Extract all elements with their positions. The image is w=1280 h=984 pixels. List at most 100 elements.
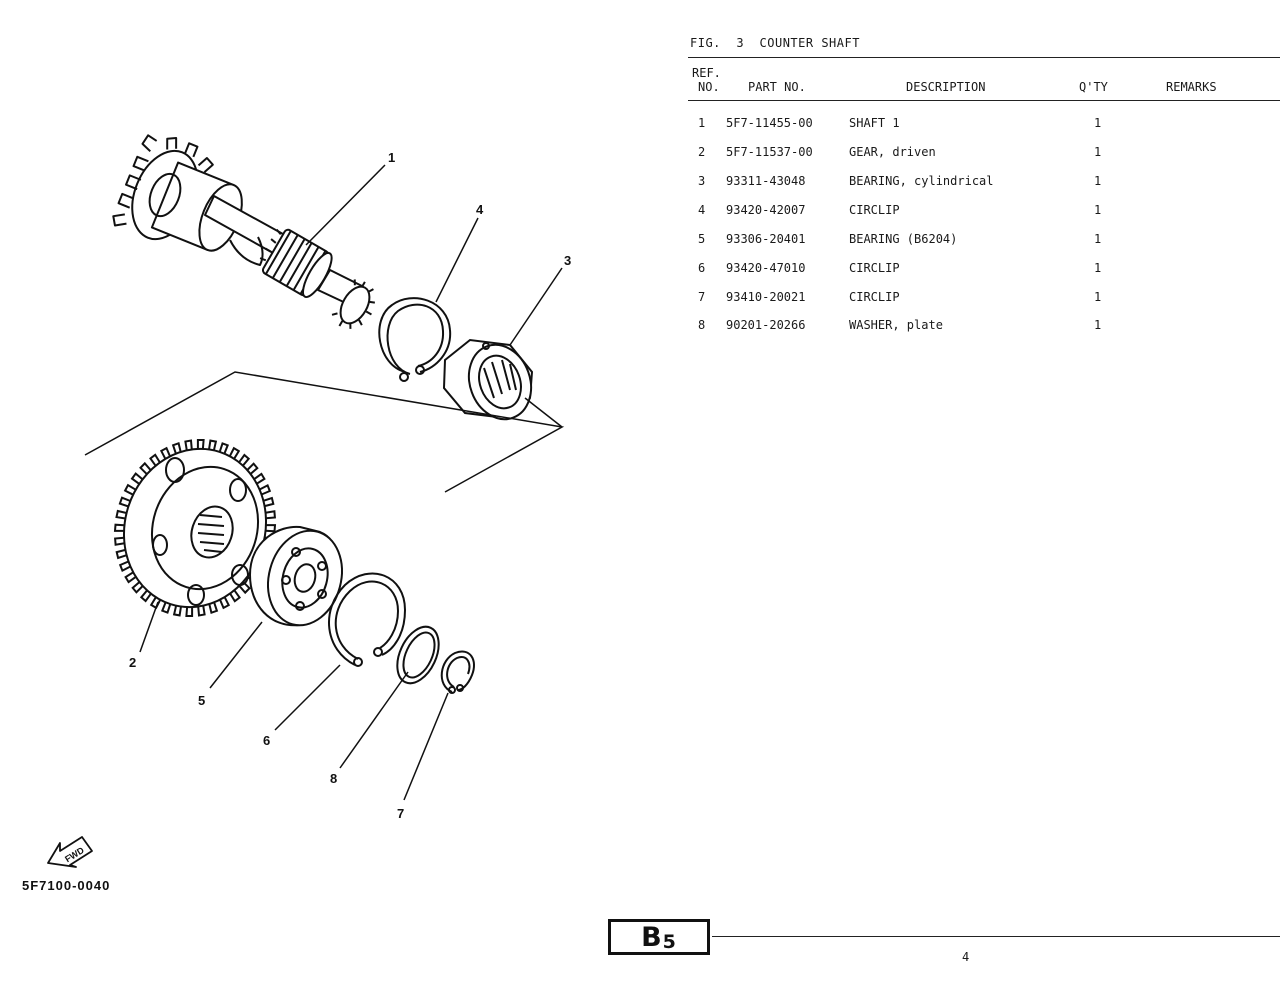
- figure-title: FIG. 3 COUNTER SHAFT: [690, 36, 860, 50]
- ref-no: 6: [698, 261, 706, 275]
- gear-tooth: [118, 560, 131, 572]
- assembly-outline: [84, 371, 565, 493]
- gear-tooth: [265, 524, 277, 533]
- gear-tooth: [263, 496, 275, 508]
- gear-tooth: [171, 441, 182, 455]
- gear-tooth: [130, 472, 144, 485]
- driven-gear-2-drawing: [113, 439, 277, 617]
- callout-1: 1: [388, 150, 395, 165]
- header-top-rule: [688, 57, 1280, 58]
- gear-tooth: [172, 605, 182, 617]
- header-bottom-rule: [688, 100, 1280, 101]
- table-row: 1 5F7-11455-00 SHAFT 1 1: [0, 116, 1280, 136]
- part-no: 93410-20021: [726, 290, 806, 304]
- quantity: 1: [1094, 261, 1102, 275]
- description: CIRCLIP: [849, 290, 900, 304]
- table-row: 5 93306-20401 BEARING (B6204) 1: [0, 232, 1280, 252]
- part-no: 5F7-11455-00: [726, 116, 813, 130]
- shaft-1-drawing: [112, 134, 375, 329]
- gear-tooth: [265, 510, 276, 520]
- part-no-header: PART NO.: [748, 80, 806, 94]
- gear-tooth: [113, 523, 125, 532]
- description: BEARING (B6204): [849, 232, 958, 246]
- quantity: 1: [1094, 232, 1102, 246]
- quantity: 1: [1094, 318, 1102, 332]
- ref-no: 2: [698, 145, 706, 159]
- quantity: 1: [1094, 116, 1102, 130]
- callout-7: 7: [397, 806, 404, 821]
- part-no: 90201-20266: [726, 318, 806, 332]
- ref-no: 3: [698, 174, 706, 188]
- quantity: 1: [1094, 203, 1102, 217]
- page-tab-number: 5: [662, 931, 677, 953]
- description: SHAFT 1: [849, 116, 900, 130]
- gear-tooth: [197, 605, 206, 617]
- description: GEAR, driven: [849, 145, 936, 159]
- gear-tooth: [123, 483, 137, 496]
- ref-no: 8: [698, 318, 706, 332]
- circlip-6-drawing: [328, 572, 407, 667]
- part-no: 93420-47010: [726, 261, 806, 275]
- gear-tooth: [229, 589, 241, 603]
- shaft-spline: [259, 228, 333, 299]
- gear-tooth: [253, 472, 266, 485]
- callout-leaders: [139, 164, 563, 801]
- gear-tooth: [246, 462, 259, 475]
- ball-bearing-5-drawing: [248, 525, 343, 627]
- ref-no: 1: [698, 116, 706, 130]
- page-number: 4: [962, 950, 970, 964]
- gear-tooth: [218, 442, 230, 454]
- gear-tooth: [196, 439, 205, 449]
- description: BEARING, cylindrical: [849, 174, 994, 188]
- description: WASHER, plate: [849, 318, 943, 332]
- gear-tooth: [159, 446, 171, 460]
- gear-tooth: [238, 453, 251, 467]
- shaft-end-spline: [331, 279, 375, 329]
- gear-tooth: [139, 589, 152, 603]
- gear-tooth: [185, 607, 194, 617]
- description-header: DESCRIPTION: [906, 80, 986, 94]
- remarks-header: REMARKS: [1166, 80, 1217, 94]
- circlip-7-drawing: [440, 650, 475, 694]
- part-no: 93420-42007: [726, 203, 806, 217]
- quantity: 1: [1094, 145, 1102, 159]
- gear-tooth: [219, 596, 231, 610]
- page-tab-letter: B: [641, 921, 663, 953]
- ref-no: 7: [698, 290, 706, 304]
- gear-tooth: [149, 453, 161, 467]
- gear-tooth: [131, 581, 144, 594]
- quantity: 1: [1094, 174, 1102, 188]
- callout-8: 8: [330, 771, 337, 786]
- table-row: 8 90201-20266 WASHER, plate 1: [0, 318, 1280, 338]
- gear-tooth: [124, 571, 137, 584]
- forward-arrow-icon: FWD: [47, 836, 93, 868]
- gear-tooth: [238, 581, 251, 595]
- gear-tooth: [149, 596, 162, 610]
- table-row: 4 93420-42007 CIRCLIP 1: [0, 203, 1280, 223]
- plate-washer-8-drawing: [396, 625, 440, 685]
- table-row: 6 93420-47010 CIRCLIP 1: [0, 261, 1280, 281]
- description: CIRCLIP: [849, 203, 900, 217]
- gear-tooth: [115, 509, 127, 520]
- gear-tooth: [259, 484, 272, 496]
- gear-tooth: [184, 439, 193, 451]
- circlip-4-drawing: [378, 297, 452, 382]
- qty-header: Q'TY: [1079, 80, 1108, 94]
- gear-tooth: [139, 461, 152, 475]
- quantity: 1: [1094, 290, 1102, 304]
- cylindrical-bearing-3-drawing: [442, 338, 534, 421]
- table-row: 2 5F7-11537-00 GEAR, driven 1: [0, 145, 1280, 165]
- gear-tooth: [114, 536, 125, 546]
- callout-5: 5: [198, 693, 205, 708]
- ref-header-line2: NO.: [698, 80, 720, 94]
- footer-rule: [712, 936, 1280, 937]
- description: CIRCLIP: [849, 261, 900, 275]
- gear-tooth: [115, 548, 127, 560]
- ref-header-line1: REF.: [692, 66, 721, 80]
- part-no: 93306-20401: [726, 232, 806, 246]
- part-no: 5F7-11537-00: [726, 145, 813, 159]
- ref-no: 5: [698, 232, 706, 246]
- shaft-gear-teeth: [112, 134, 243, 252]
- callout-6: 6: [263, 733, 270, 748]
